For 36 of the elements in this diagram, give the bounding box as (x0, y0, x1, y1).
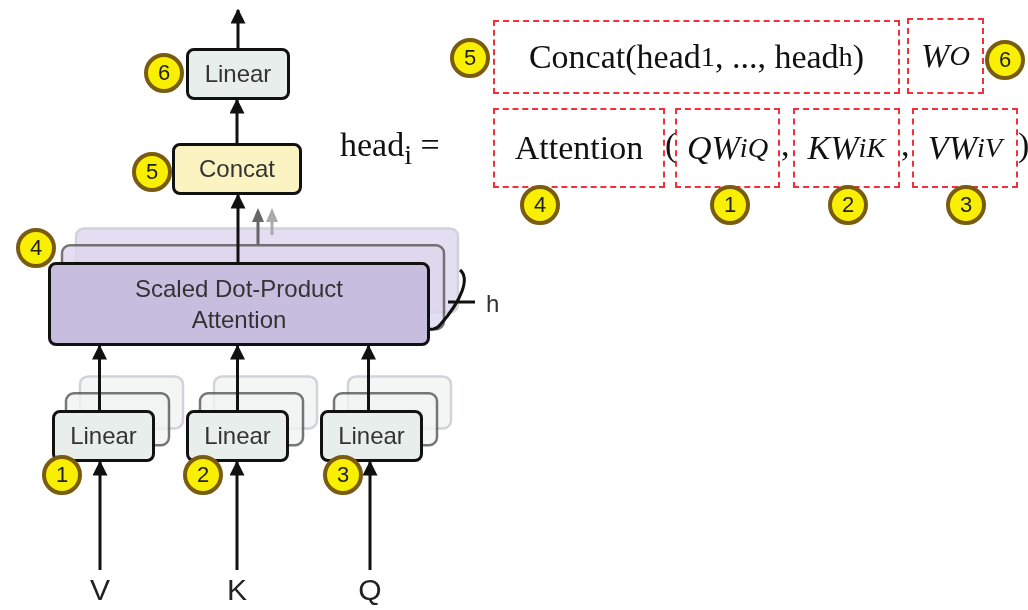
concat-box: Concat (172, 143, 302, 195)
formula-text: ) (1018, 126, 1028, 164)
arrow (92, 344, 107, 410)
input-label: Q (350, 570, 390, 610)
arrow (229, 98, 245, 143)
formula-text: head$_{i}$ = (340, 126, 440, 171)
callout-number: 6 (985, 40, 1025, 80)
arrow (230, 193, 246, 262)
callout-number: 5 (132, 152, 172, 192)
formula-text: ( (665, 126, 677, 164)
head-count-label: h (486, 290, 500, 318)
callout-number: 5 (450, 38, 490, 78)
arrow (230, 8, 246, 48)
callout-number: 4 (16, 228, 56, 268)
input-label: V (80, 570, 120, 610)
callout-number: 2 (183, 455, 223, 495)
arrow (92, 460, 108, 570)
arrow (362, 460, 378, 570)
linear-layer-box: Linear (186, 48, 290, 100)
callout-number: 6 (144, 53, 184, 93)
callout-number: 1 (710, 185, 750, 225)
formula-text: , (781, 126, 790, 164)
callout-number: 3 (323, 455, 363, 495)
callout-number: 3 (946, 185, 986, 225)
input-label: K (217, 570, 257, 610)
callout-number: 4 (520, 185, 560, 225)
callout-number: 1 (42, 455, 82, 495)
arrow (230, 344, 245, 410)
linear-layer-box: Linear (320, 410, 423, 462)
callout-number: 2 (828, 185, 868, 225)
attention-block: Scaled Dot-Product Attention (48, 262, 430, 346)
linear-layer-box: Linear (186, 410, 289, 462)
arrow (361, 344, 376, 410)
formula-text: , (901, 126, 910, 164)
arrow (229, 460, 245, 570)
linear-layer-box: Linear (52, 410, 155, 462)
